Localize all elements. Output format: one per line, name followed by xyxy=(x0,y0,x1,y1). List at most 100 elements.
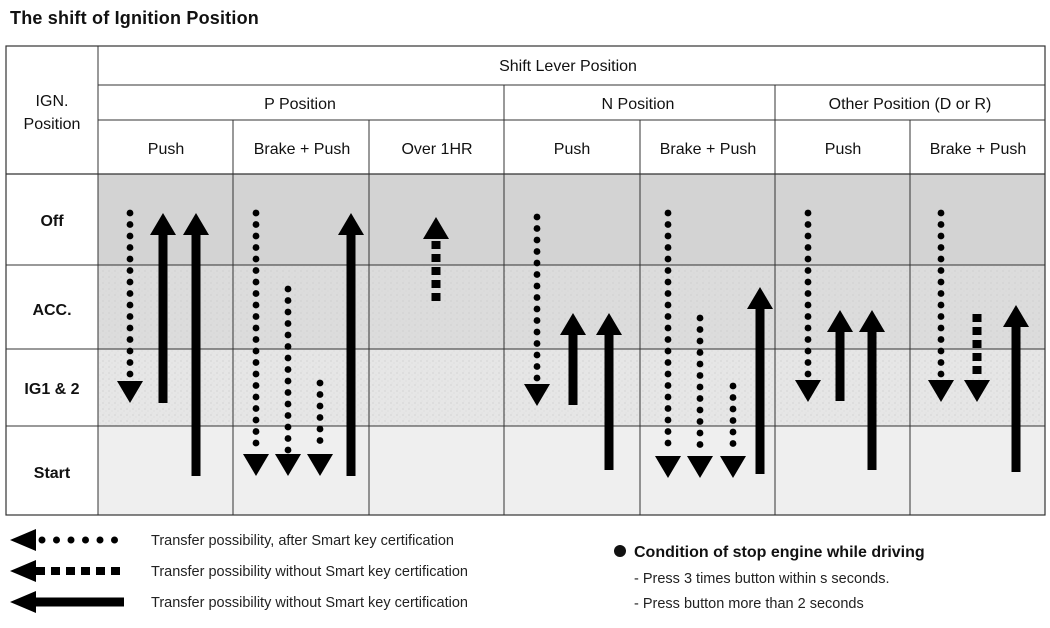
legend-solid-label: Transfer possibility without Smart key c… xyxy=(151,595,468,611)
arrow-dash xyxy=(431,267,441,275)
row-label-ig: IG1 & 2 xyxy=(24,381,79,398)
column-header: Brake + Push xyxy=(930,141,1027,158)
arrow-dash xyxy=(81,567,90,575)
arrow-dot xyxy=(252,221,260,228)
arrow-dot xyxy=(937,255,945,263)
arrow-dot xyxy=(252,347,260,355)
dashed-arrow xyxy=(964,314,990,402)
arrow-dash xyxy=(51,567,60,575)
arrow-dot xyxy=(804,359,812,366)
arrow-dot xyxy=(664,439,672,447)
arrow-dot xyxy=(38,536,46,544)
arrow-dot xyxy=(937,232,945,240)
arrow-dot xyxy=(252,370,260,378)
arrow-head xyxy=(1003,305,1029,327)
arrow-dot xyxy=(126,324,134,332)
arrow-dot xyxy=(533,374,541,382)
arrow-dot xyxy=(664,255,672,263)
arrow-dash xyxy=(972,314,982,322)
arrow-dot xyxy=(804,255,812,263)
arrow-dot xyxy=(664,313,672,320)
table-border xyxy=(5,45,1046,516)
arrow-dot xyxy=(664,336,672,343)
arrow-dot xyxy=(533,213,541,221)
arrow-dot xyxy=(316,379,324,387)
arrow-dot xyxy=(533,271,541,278)
arrow-head xyxy=(117,381,143,403)
arrow-dot xyxy=(284,320,292,327)
arrow-dot xyxy=(126,232,134,240)
arrow-dot xyxy=(252,393,260,401)
arrow-dot xyxy=(252,267,260,274)
arrow-dot xyxy=(804,347,812,355)
arrow-dot xyxy=(533,236,541,244)
arrow-dot xyxy=(126,255,134,263)
column-header: Push xyxy=(148,141,184,158)
solid-arrow xyxy=(747,287,773,474)
arrow-dot xyxy=(729,428,737,436)
arrow-dot xyxy=(96,536,104,544)
arrow-dot xyxy=(696,349,704,356)
arrow-dot xyxy=(804,301,812,309)
transition-arrows xyxy=(117,209,1029,478)
arrow-dot xyxy=(126,209,134,217)
solid-arrow xyxy=(560,313,586,405)
arrow-dot xyxy=(533,282,541,290)
arrow-dot xyxy=(284,297,292,304)
group-header-p: P Position xyxy=(264,96,336,113)
arrow-head xyxy=(275,454,301,476)
arrow-head xyxy=(928,380,954,402)
arrow-dot xyxy=(664,428,672,435)
dotted-arrow xyxy=(687,314,713,478)
arrow-dot xyxy=(126,301,134,309)
arrow-dot xyxy=(252,278,260,286)
arrow-dot xyxy=(126,244,134,251)
arrow-dot xyxy=(284,331,292,339)
arrow-dot xyxy=(696,337,704,345)
arrow-dot xyxy=(664,347,672,355)
row-label-off: Off xyxy=(40,213,64,230)
arrow-shaft xyxy=(867,332,877,470)
arrow-dot xyxy=(284,285,292,293)
arrow-dot xyxy=(316,414,324,421)
arrow-head xyxy=(687,456,713,478)
arrow-head xyxy=(827,310,853,332)
arrow-shaft xyxy=(158,235,168,403)
arrow-dot xyxy=(696,383,704,391)
arrow-dot xyxy=(126,359,134,366)
column-header: Brake + Push xyxy=(254,141,351,158)
arrow-dot xyxy=(804,267,812,274)
solid-arrow xyxy=(150,213,176,403)
condition-item: - Press 3 times button within s seconds. xyxy=(634,571,889,587)
arrow-dot xyxy=(284,400,292,408)
condition-item: - Press button more than 2 seconds xyxy=(634,596,864,612)
arrow-dot xyxy=(696,418,704,425)
arrow-dot xyxy=(937,347,945,355)
arrow-dot xyxy=(533,340,541,347)
arrow-dot xyxy=(729,405,737,413)
arrow-dot xyxy=(804,221,812,228)
column-header: Brake + Push xyxy=(660,141,757,158)
arrow-dash xyxy=(431,280,441,288)
arrow-dot xyxy=(252,244,260,251)
condition-title: Condition of stop engine while driving xyxy=(634,544,925,561)
arrow-shaft xyxy=(568,335,578,405)
arrow-dot xyxy=(126,290,134,297)
legend-dotted-arrow xyxy=(10,529,118,551)
arrow-dot xyxy=(53,536,60,544)
arrow-dot xyxy=(937,267,945,274)
arrow-dash xyxy=(972,353,982,361)
dotted-arrow xyxy=(720,382,746,478)
arrow-dash xyxy=(431,241,441,249)
dotted-arrow xyxy=(243,209,269,476)
arrow-dot xyxy=(284,354,292,362)
arrow-dot xyxy=(729,440,737,447)
solid-arrow xyxy=(596,313,622,470)
dotted-arrow xyxy=(795,209,821,402)
arrow-shaft xyxy=(835,332,845,401)
arrow-dot xyxy=(664,232,672,240)
dotted-arrow xyxy=(307,379,333,476)
arrow-dot xyxy=(937,209,945,217)
arrow-dot xyxy=(937,221,945,228)
arrow-dot xyxy=(664,359,672,366)
